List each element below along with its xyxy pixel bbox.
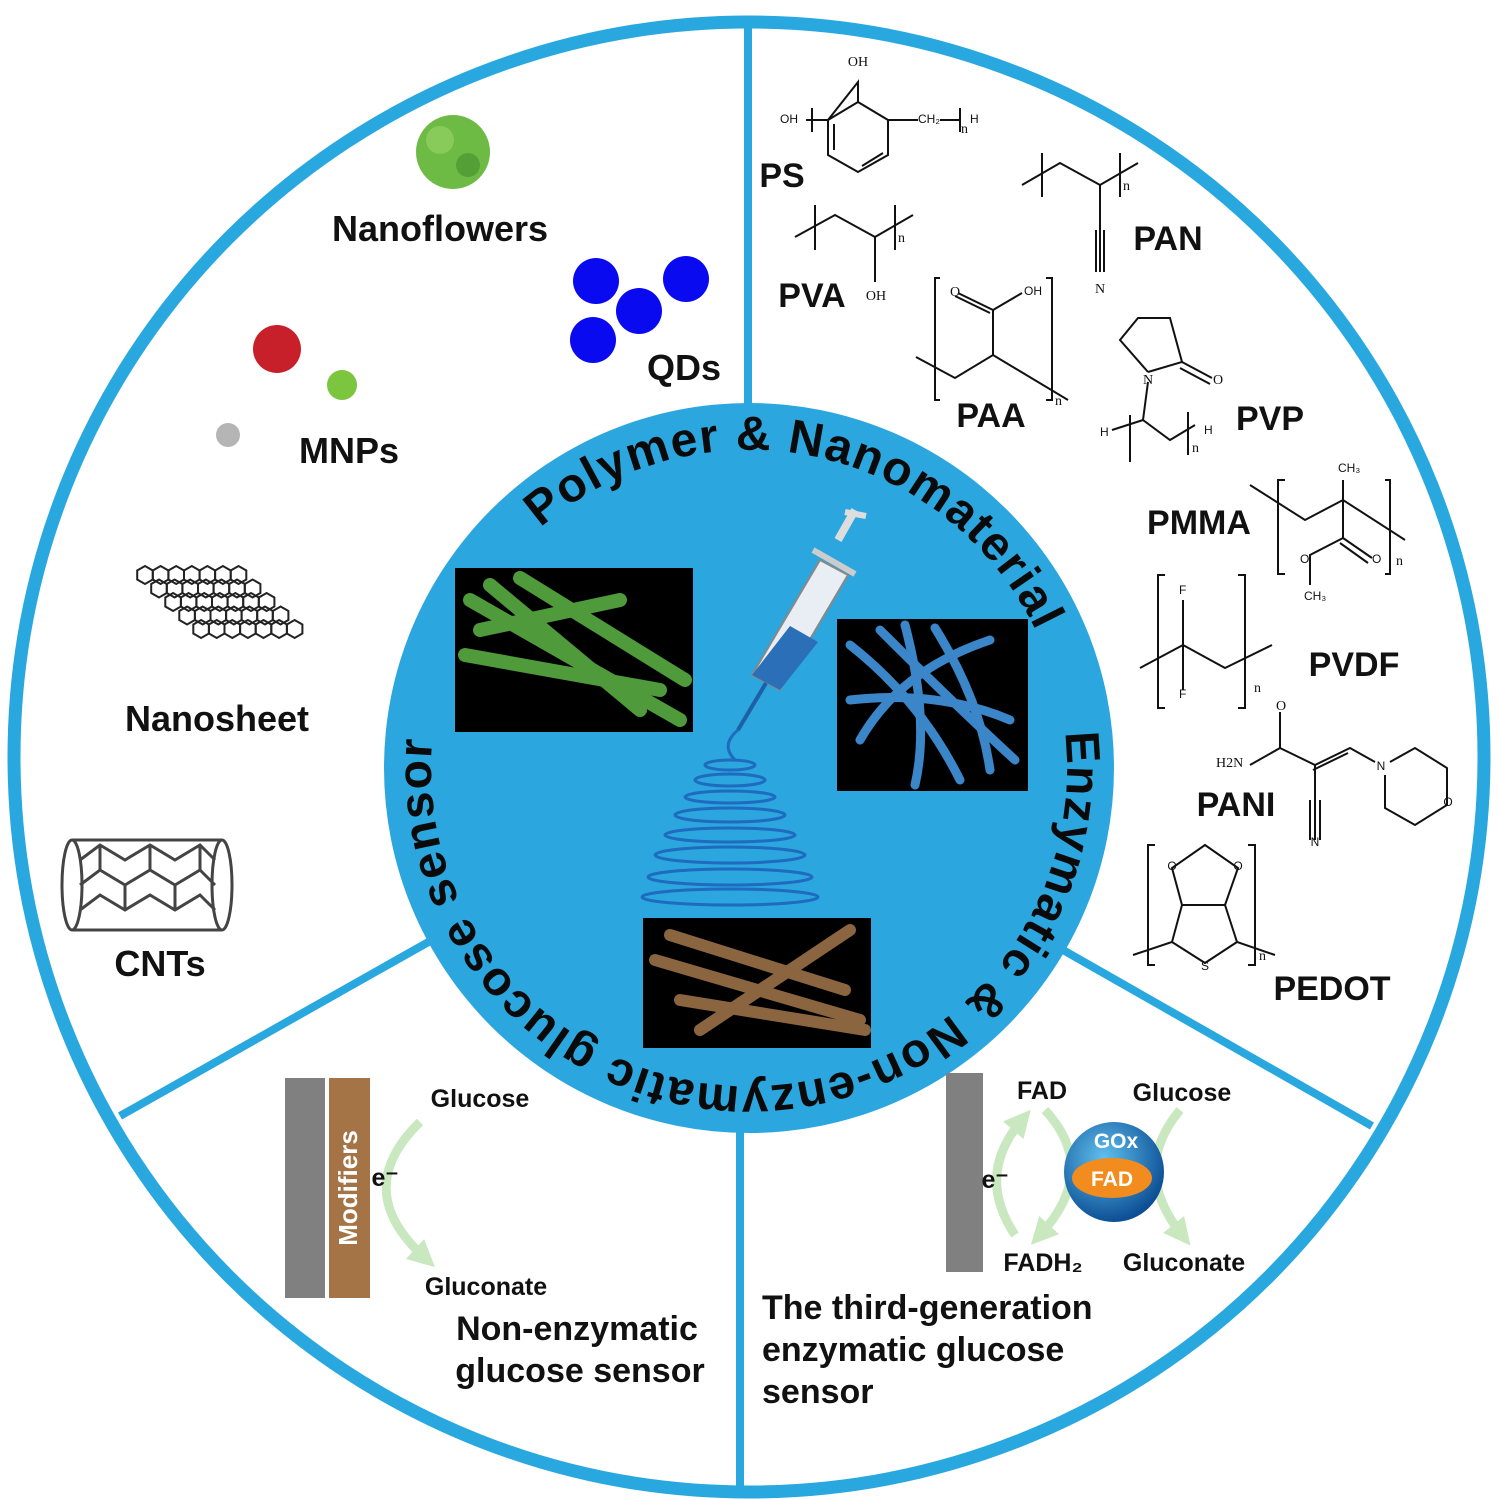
label-gluconate-enzymatic: Gluconate xyxy=(1123,1249,1245,1277)
svg-text:n: n xyxy=(1123,179,1130,194)
electrode-bar-enzymatic xyxy=(946,1073,983,1272)
electrospinning-jet xyxy=(640,728,820,907)
svg-text:N: N xyxy=(1377,759,1386,773)
quantum-dots-icon xyxy=(570,256,709,363)
svg-text:O: O xyxy=(1167,859,1176,873)
svg-text:n: n xyxy=(1192,441,1199,456)
label-glucose-enzymatic: Glucose xyxy=(1133,1079,1232,1107)
green-fibers-image xyxy=(455,568,693,732)
label-fadh2: FADH₂ xyxy=(1003,1249,1082,1277)
svg-text:H: H xyxy=(1204,423,1213,437)
svg-text:H: H xyxy=(1100,425,1109,439)
label-pvdf: PVDF xyxy=(1309,646,1400,684)
label-fad: FAD xyxy=(1017,1077,1067,1105)
label-nanoflowers: Nanoflowers xyxy=(332,208,548,249)
brown-fibers-image xyxy=(643,918,871,1048)
svg-text:N: N xyxy=(1311,835,1320,849)
nanoflower-icon xyxy=(416,115,490,189)
section-dividers xyxy=(118,25,1374,1490)
pan-structure: n N xyxy=(1021,153,1139,297)
magnetic-nanoparticles-icon xyxy=(216,325,357,447)
svg-text:O: O xyxy=(1213,373,1223,388)
label-paa: PAA xyxy=(956,397,1025,435)
label-pmma: PMMA xyxy=(1147,504,1251,542)
label-qds: QDs xyxy=(647,347,721,388)
svg-text:O: O xyxy=(950,285,960,300)
svg-text:F: F xyxy=(1179,687,1186,701)
svg-text:n: n xyxy=(961,122,968,137)
paa-structure: O OH n xyxy=(915,277,1069,409)
hexagon-cell xyxy=(243,578,262,599)
pmma-structure: CH₃ O O CH₃ n xyxy=(1249,461,1406,603)
svg-text:O: O xyxy=(1372,552,1381,566)
svg-text:N: N xyxy=(1095,282,1105,297)
nanosheet-icon xyxy=(136,564,304,640)
non-enzymatic-title-2: glucose sensor xyxy=(455,1352,704,1390)
label-pani: PANI xyxy=(1197,786,1276,824)
svg-text:H2N: H2N xyxy=(1216,756,1243,771)
label-electron: e⁻ xyxy=(371,1164,398,1192)
svg-text:F: F xyxy=(1179,583,1186,597)
svg-text:n: n xyxy=(1396,554,1403,569)
electrode-bar xyxy=(285,1078,325,1298)
pedot-structure: O O S n xyxy=(1132,843,1276,973)
hexagon-cell xyxy=(257,591,276,613)
label-nanosheet: Nanosheet xyxy=(125,698,309,739)
label-gox: GOx xyxy=(1094,1130,1139,1153)
label-pan: PAN xyxy=(1133,220,1202,258)
svg-text:n: n xyxy=(1055,394,1062,409)
svg-text:OH: OH xyxy=(1024,284,1042,298)
svg-text:N: N xyxy=(1143,373,1153,388)
carbon-nanotube-icon xyxy=(60,838,234,932)
ps-structure: OH OH CH₂ n H xyxy=(780,55,979,174)
pvdf-structure: F F n xyxy=(1139,574,1273,709)
label-modifiers: Modifiers xyxy=(333,1130,363,1246)
pani-structure: O H2N N N O xyxy=(1216,699,1453,849)
label-ps: PS xyxy=(759,157,804,195)
fad-core xyxy=(1072,1158,1152,1198)
svg-text:O: O xyxy=(1300,552,1309,566)
label-mnps: MNPs xyxy=(299,430,399,471)
svg-text:n: n xyxy=(1259,949,1266,964)
enzymatic-title-1: The third-generation xyxy=(762,1289,1093,1327)
label-pvp: PVP xyxy=(1236,400,1304,438)
label-pedot: PEDOT xyxy=(1273,970,1390,1008)
label-gluconate: Gluconate xyxy=(425,1273,547,1301)
hexagon-cell xyxy=(229,564,248,586)
pva-structure: n OH xyxy=(794,205,914,304)
svg-text:O: O xyxy=(1276,699,1286,714)
enzymatic-title-2: enzymatic glucose xyxy=(762,1331,1064,1369)
reaction-arrow xyxy=(381,1118,435,1268)
svg-text:O: O xyxy=(1233,859,1242,873)
svg-text:H: H xyxy=(970,112,979,126)
svg-text:S: S xyxy=(1201,959,1209,973)
svg-text:n: n xyxy=(1254,681,1261,696)
modifier-layer xyxy=(329,1078,370,1298)
pvp-structure: N O H H n xyxy=(1100,317,1223,462)
label-cnts: CNTs xyxy=(114,943,205,984)
svg-text:CH₂: CH₂ xyxy=(918,112,940,126)
syringe-icon xyxy=(736,508,867,732)
svg-text:CH₃: CH₃ xyxy=(1304,589,1326,603)
enzymatic-title-3: sensor xyxy=(762,1373,874,1411)
svg-text:O: O xyxy=(1443,795,1452,809)
label-glucose: Glucose xyxy=(431,1085,530,1113)
label-pva: PVA xyxy=(778,277,845,315)
hexagon-cell xyxy=(271,605,290,626)
svg-text:OH: OH xyxy=(866,289,886,304)
blue-fibers-image xyxy=(837,619,1028,791)
label-fad-core: FAD xyxy=(1091,1168,1133,1191)
non-enzymatic-title-1: Non-enzymatic xyxy=(456,1310,698,1348)
label-electron-enzymatic: e⁻ xyxy=(981,1166,1008,1194)
svg-text:OH: OH xyxy=(848,55,868,70)
hexagon-cell xyxy=(285,618,304,640)
svg-text:n: n xyxy=(898,231,905,246)
svg-text:CH₃: CH₃ xyxy=(1338,461,1360,475)
svg-text:OH: OH xyxy=(780,112,798,126)
